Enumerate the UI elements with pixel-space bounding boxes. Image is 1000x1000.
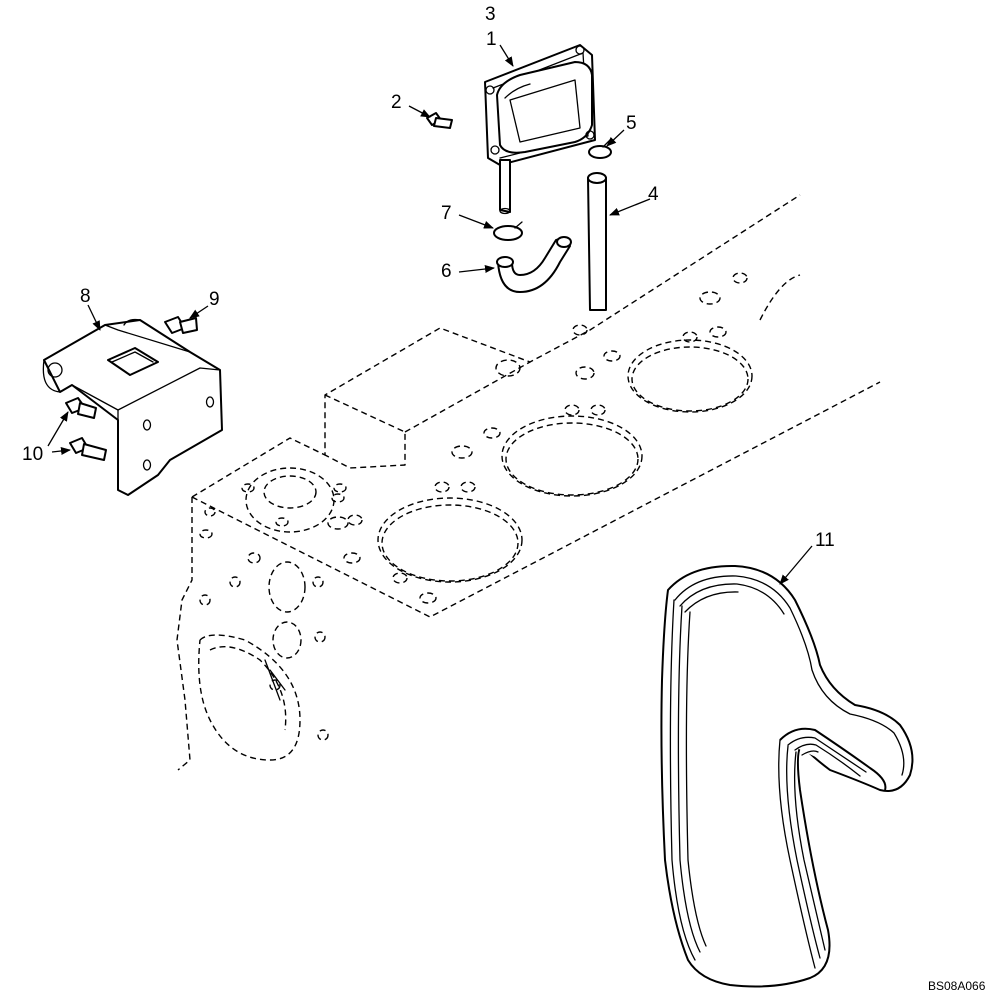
figure-code: BS08A066 [928, 979, 986, 993]
bolt-2 [426, 112, 453, 129]
bolts-10 [65, 397, 107, 461]
clamp-5 [588, 139, 612, 159]
callout-5: 5 [626, 113, 637, 134]
hose-elbow-6 [496, 236, 572, 293]
engine-block-outline [176, 194, 881, 771]
callout-1: 1 [486, 29, 497, 50]
callout-7: 7 [441, 203, 452, 224]
callout-6: 6 [441, 261, 452, 282]
callout-11: 11 [815, 530, 835, 551]
clamp-7 [493, 221, 523, 241]
hose-4 [587, 172, 607, 311]
callout-2: 2 [391, 92, 402, 113]
bolt-9 [164, 316, 198, 334]
bracket-8 [42, 318, 223, 496]
callout-4: 4 [648, 184, 659, 205]
callout-9: 9 [209, 289, 220, 310]
oil-cooler [484, 44, 596, 215]
callout-8: 8 [80, 286, 91, 307]
belt-11 [660, 564, 914, 988]
callout-3: 3 [485, 4, 496, 25]
callout-10: 10 [22, 444, 43, 465]
callout-leaders [47, 44, 813, 585]
